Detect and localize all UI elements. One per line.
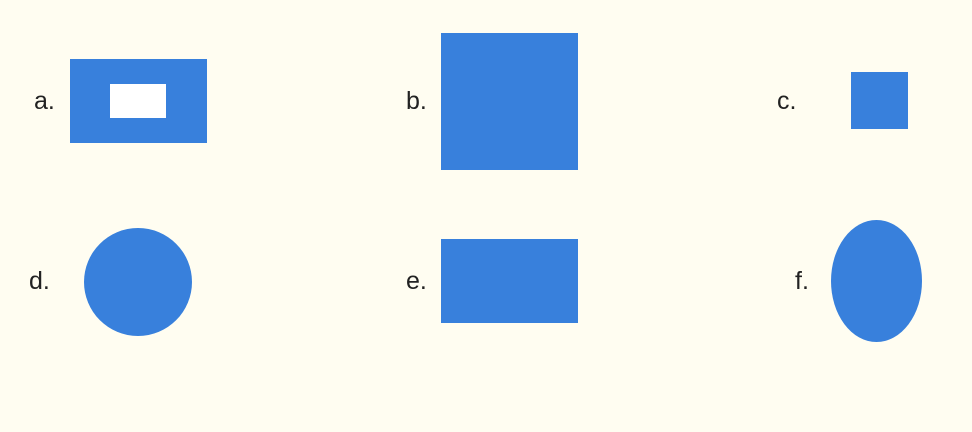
option-a-rectangle-with-hole — [70, 59, 207, 143]
option-b-large-square — [441, 33, 578, 170]
option-c-label: c. — [777, 87, 797, 115]
option-f-label: f. — [795, 267, 809, 295]
option-e-label: e. — [406, 267, 427, 295]
option-d-label: d. — [29, 267, 50, 295]
option-f-ellipse — [831, 220, 922, 342]
option-b-label: b. — [406, 87, 427, 115]
option-a-inner-hole — [110, 84, 166, 118]
option-c-small-square — [851, 72, 908, 129]
option-a-label: a. — [34, 87, 55, 115]
option-d-circle — [84, 228, 192, 336]
option-e-rectangle — [441, 239, 578, 323]
